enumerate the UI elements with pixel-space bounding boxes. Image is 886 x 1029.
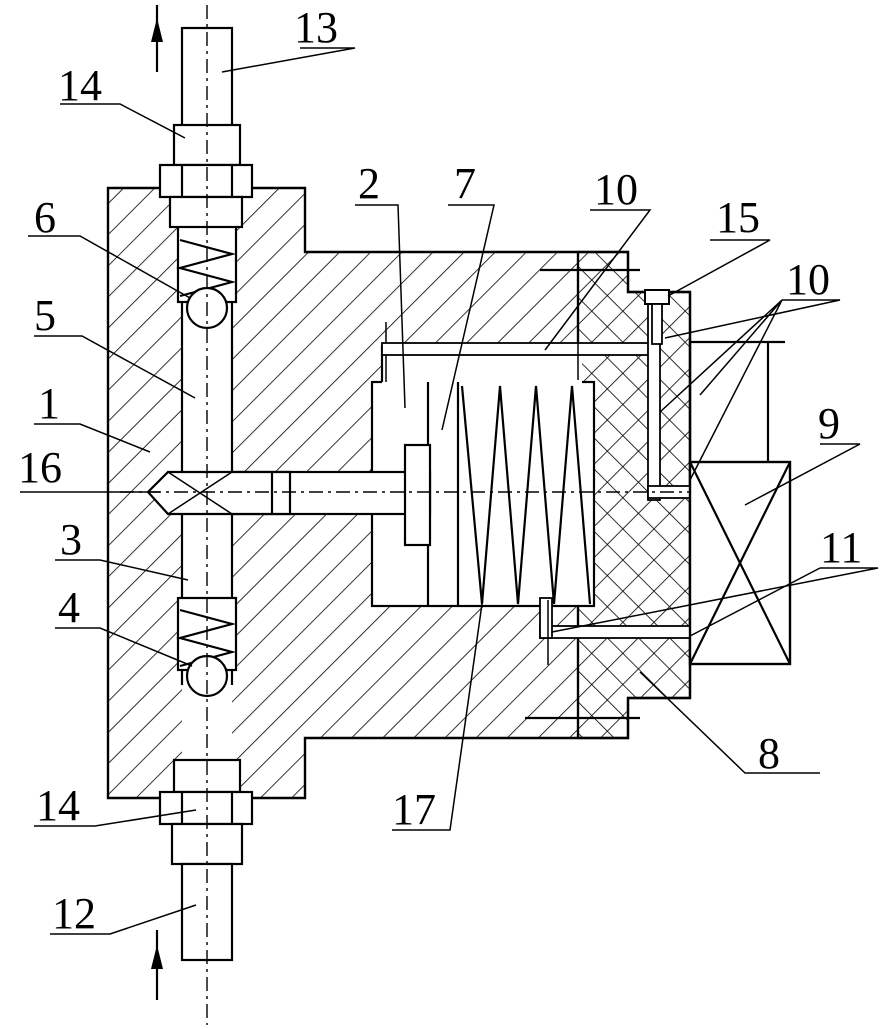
label-14-bottom: 14 <box>36 781 80 830</box>
label-16: 16 <box>18 443 62 492</box>
label-3: 3 <box>60 515 82 564</box>
valve-body-16 <box>148 472 290 514</box>
top-fitting <box>160 28 252 227</box>
label-15: 15 <box>716 193 760 242</box>
label-14-top: 14 <box>58 61 102 110</box>
label-17: 17 <box>392 785 436 834</box>
bottom-fitting <box>160 760 252 960</box>
label-5: 5 <box>34 291 56 340</box>
label-10-top: 10 <box>594 165 638 214</box>
label-9: 9 <box>818 399 840 448</box>
label-2: 2 <box>358 159 380 208</box>
label-6: 6 <box>34 193 56 242</box>
label-10-right: 10 <box>786 255 830 304</box>
label-1: 1 <box>38 379 60 428</box>
label-11: 11 <box>820 523 862 572</box>
label-4: 4 <box>58 583 80 632</box>
label-13: 13 <box>294 3 338 52</box>
label-12: 12 <box>52 889 96 938</box>
label-7: 7 <box>454 159 476 208</box>
label-8: 8 <box>758 729 780 778</box>
